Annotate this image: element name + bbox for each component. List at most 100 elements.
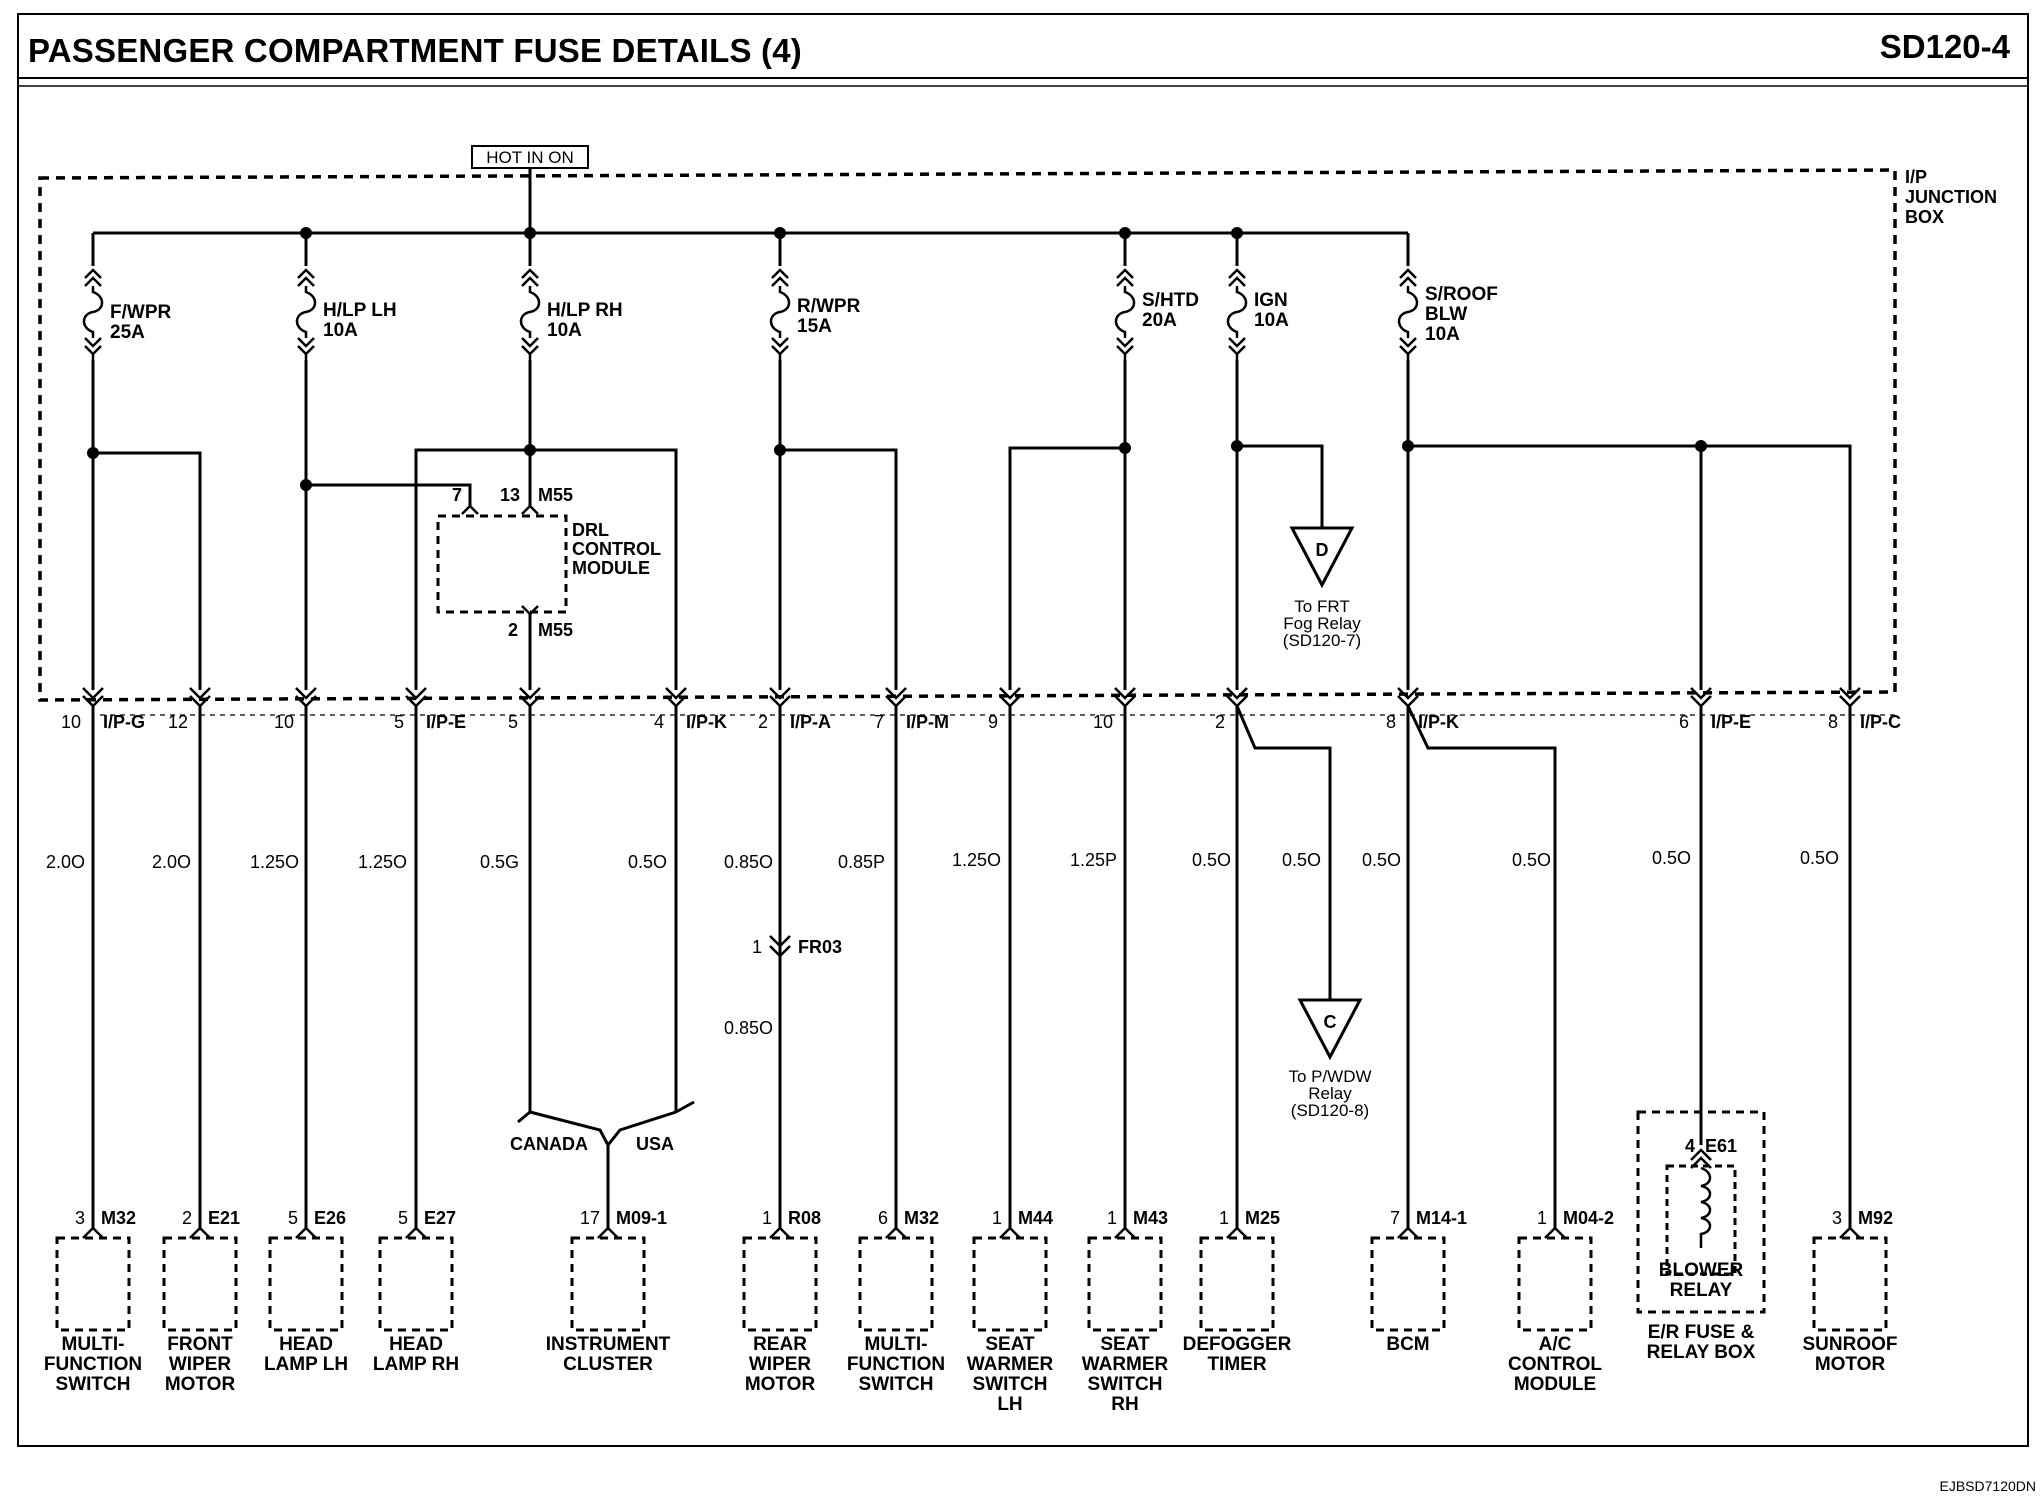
ip-pin-mark xyxy=(769,687,791,700)
er-fuse-relay-box xyxy=(1636,1110,1766,1314)
ip-pin-mark xyxy=(665,687,687,700)
fuse-label-fwpr: F/WPR xyxy=(110,302,171,323)
ip-pin-mark xyxy=(885,687,907,700)
component-pin: 7 xyxy=(1390,1208,1400,1228)
component-connector: M14-1 xyxy=(1416,1208,1467,1228)
outer-frame xyxy=(17,13,2029,1447)
wire-gauge-label: 1.25O xyxy=(358,852,407,872)
fuse-glyph xyxy=(82,268,104,360)
drl-pin-marks xyxy=(461,504,539,616)
fuse-glyph xyxy=(1114,268,1136,360)
wire-gauge-label: 1.25O xyxy=(952,850,1001,870)
drl-out-conn: M55 xyxy=(538,620,573,640)
page-title: PASSENGER COMPARTMENT FUSE DETAILS (4) xyxy=(28,32,802,69)
component-box xyxy=(1199,1236,1275,1332)
fuse-label-sroof: S/ROOF xyxy=(1425,284,1498,305)
ip-connector-name: I/P-M xyxy=(906,712,949,732)
fuse-glyph xyxy=(295,268,317,360)
junction-box-label-1: I/P xyxy=(1905,167,1927,187)
component-name: MOTOR xyxy=(165,1374,236,1395)
component-pin-mark xyxy=(769,1226,791,1239)
component-name: CLUSTER xyxy=(563,1354,653,1375)
component-connector: M44 xyxy=(1018,1208,1053,1228)
component-name: FRONT xyxy=(167,1334,233,1355)
component-name: CONTROL xyxy=(1508,1354,1602,1375)
ip-pin-mark xyxy=(999,687,1021,700)
component-pin: 4 xyxy=(1685,1136,1695,1156)
er-pin-mark xyxy=(1690,1148,1712,1161)
ip-connector-name: I/P-K xyxy=(686,712,727,732)
wire-gauge-label: 0.5O xyxy=(1652,848,1691,868)
fuse-glyph xyxy=(519,268,541,360)
ip-connector-name: I/P-G xyxy=(103,712,145,732)
component-name: MOTOR xyxy=(745,1374,816,1395)
offpage-d-line-2: Fog Relay xyxy=(1283,614,1361,633)
component-name: FUNCTION xyxy=(847,1354,945,1375)
ip-pin-mark xyxy=(405,687,427,700)
component-pin: 1 xyxy=(762,1208,772,1228)
component-box xyxy=(1517,1236,1593,1332)
component-connector: M04-2 xyxy=(1563,1208,1614,1228)
component-pin: 5 xyxy=(398,1208,408,1228)
ip-pin-number: 6 xyxy=(1679,712,1689,732)
component-box xyxy=(378,1236,454,1332)
ip-pin-number: 5 xyxy=(394,712,404,732)
component-connector: M09-1 xyxy=(616,1208,667,1228)
er-pin-mark xyxy=(1690,1156,1712,1169)
ip-pin-number: 8 xyxy=(1386,712,1396,732)
component-name: A/C xyxy=(1539,1334,1572,1355)
offpage-d-triangle xyxy=(1289,526,1355,589)
component-box xyxy=(1812,1236,1888,1332)
fr03-wire-below: 0.85O xyxy=(724,1018,773,1038)
ip-connector-name: I/P-C xyxy=(1860,712,1901,732)
relay-coil-icon xyxy=(1699,1166,1712,1248)
fuse-rating-shtd: 20A xyxy=(1142,310,1177,331)
component-pin: 2 xyxy=(182,1208,192,1228)
drl-pin-b: 13 xyxy=(500,485,520,505)
component-name: LH xyxy=(997,1394,1022,1415)
ip-pin-number: 9 xyxy=(988,712,998,732)
component-name: TIMER xyxy=(1207,1354,1266,1375)
component-pin: 3 xyxy=(75,1208,85,1228)
component-connector: E27 xyxy=(424,1208,456,1228)
fuse-glyph xyxy=(1397,268,1419,360)
offpage-c-triangle xyxy=(1297,998,1363,1061)
ip-pin-number: 12 xyxy=(168,712,188,732)
component-connector: M32 xyxy=(101,1208,136,1228)
wire-gauge-label: 0.5O xyxy=(628,852,667,872)
component-pin-mark xyxy=(1226,1226,1248,1239)
fuse-label-rwpr: R/WPR xyxy=(797,296,861,317)
fuse-label-ign: IGN xyxy=(1254,290,1288,311)
wire-gauge-label: 0.5G xyxy=(480,852,519,872)
wire-gauge-label: 2.0O xyxy=(46,852,85,872)
component-box xyxy=(1370,1236,1446,1332)
fr03-mark-2 xyxy=(769,945,791,958)
component-pin: 5 xyxy=(288,1208,298,1228)
footer-code: EJBSD7120DN xyxy=(1939,1478,2037,1494)
hot-in-on-label: HOT IN ON xyxy=(486,148,574,167)
component-pin: 3 xyxy=(1832,1208,1842,1228)
internal-junction-dots xyxy=(87,440,1707,491)
offpage-c-line-1: To P/WDW xyxy=(1288,1067,1371,1086)
offpage-c-line-3: (SD120-8) xyxy=(1291,1101,1369,1120)
power-bus xyxy=(91,168,1410,266)
wire-gauge-label: 2.0O xyxy=(152,852,191,872)
drl-labels: 7 13 M55 DRL CONTROL MODULE 2 M55 xyxy=(452,485,661,640)
wire-gauge-label: 0.5O xyxy=(1800,848,1839,868)
ip-connector-name: I/P-E xyxy=(1711,712,1751,732)
fuse-label-hlprh: H/LP RH xyxy=(547,300,623,321)
component-pin-mark xyxy=(189,1226,211,1239)
component-name: E/R FUSE & xyxy=(1648,1322,1755,1343)
component-name: WARMER xyxy=(967,1354,1054,1375)
component-pin: 6 xyxy=(878,1208,888,1228)
component-pin-mark xyxy=(82,1226,104,1239)
junction-box-label-3: BOX xyxy=(1905,207,1944,227)
wire-gauge-label: 1.25P xyxy=(1070,850,1117,870)
